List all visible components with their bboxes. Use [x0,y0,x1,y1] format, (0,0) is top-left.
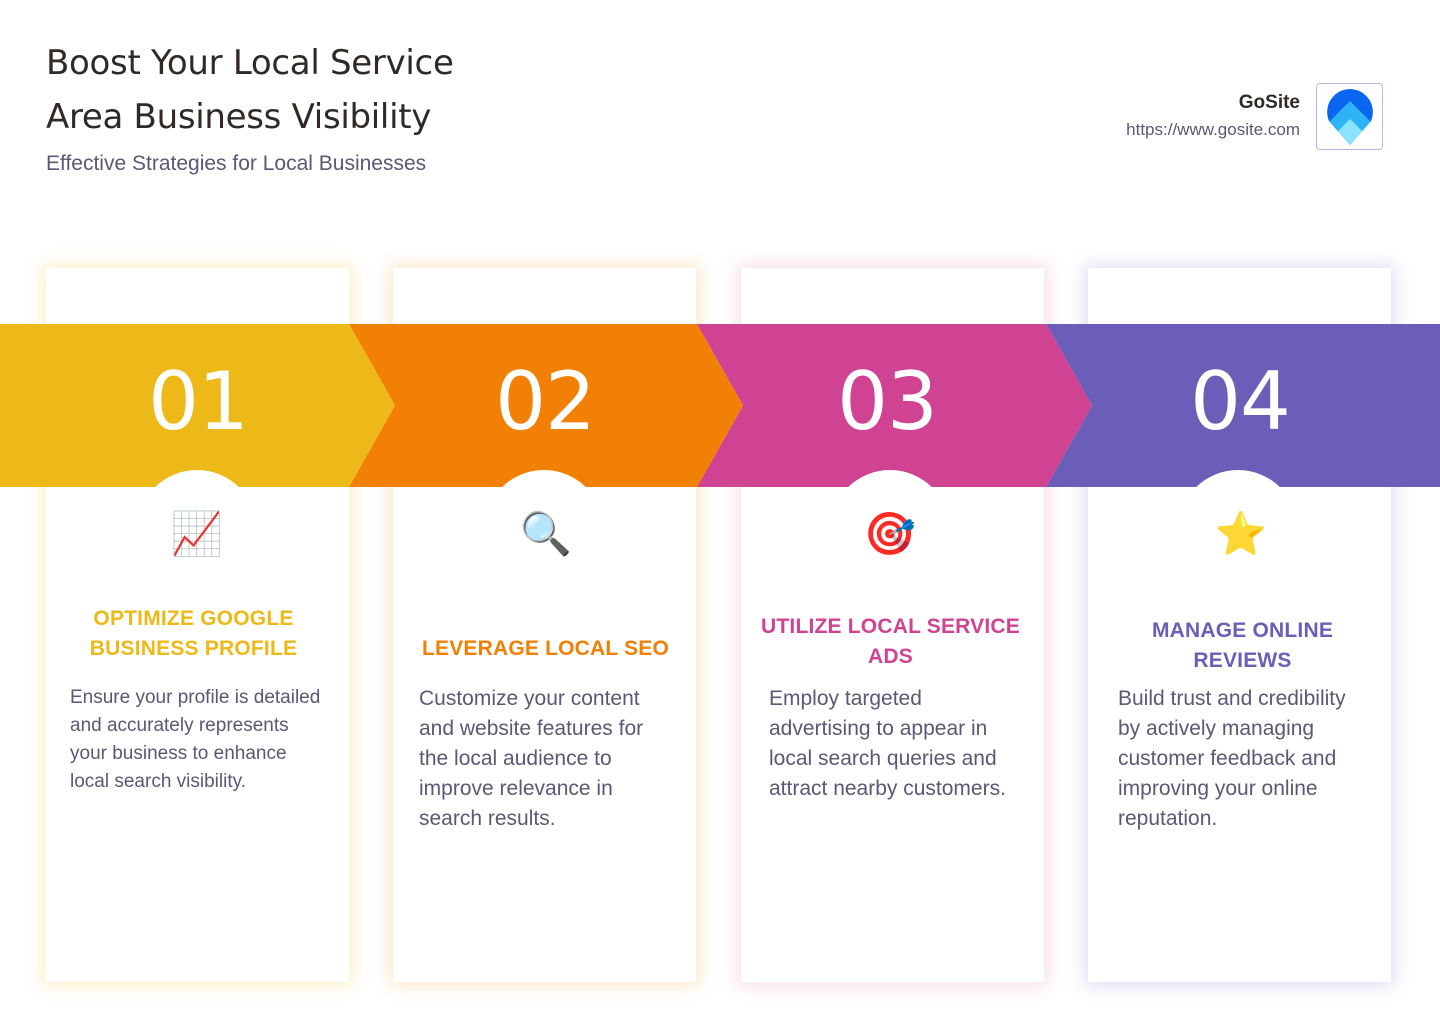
brand-url-link[interactable]: https://www.gosite.com [1126,120,1300,139]
chart-increasing-icon: 📈 [170,510,224,557]
arrow-segment-2 [349,324,743,487]
step-number-2: 02 [495,355,596,448]
arrow-segment-1 [0,324,395,487]
page-title: Boost Your Local Service Area Business V… [46,43,454,137]
arrow-segment-4 [1046,324,1440,487]
step-number-3: 03 [837,355,938,448]
step-number-4: 04 [1190,355,1291,448]
step-description-4: Build trust and credibility by actively … [1118,687,1346,830]
step-description-3: Employ targeted advertising to appear in… [769,687,1006,800]
step-title-3: UTILIZE LOCAL SERVICE ADS [761,615,1020,668]
gosite-logo-icon[interactable] [1316,83,1383,150]
direct-hit-target-icon: 🎯 [863,510,917,557]
step-arrow-band [0,324,1440,487]
step-number-1: 01 [148,355,249,448]
brand-name: GoSite [1238,92,1300,113]
step-title-2: LEVERAGE LOCAL SEO [421,637,670,660]
arrow-segment-3 [697,324,1092,487]
magnifying-glass-icon: 🔍 [519,510,573,557]
brand-block: GoSite https://www.gosite.com [1126,90,1300,143]
step-description-2: Customize your content and website featu… [419,687,644,830]
page-subtitle: Effective Strategies for Local Businesse… [46,152,427,175]
step-title-4: MANAGE ONLINE REVIEWS [1151,619,1334,672]
star-icon: ⭐ [1214,510,1268,557]
step-description-1: Ensure your profile is detailed and accu… [70,687,321,792]
step-title-1: OPTIMIZE GOOGLE BUSINESS PROFILE [89,607,298,660]
